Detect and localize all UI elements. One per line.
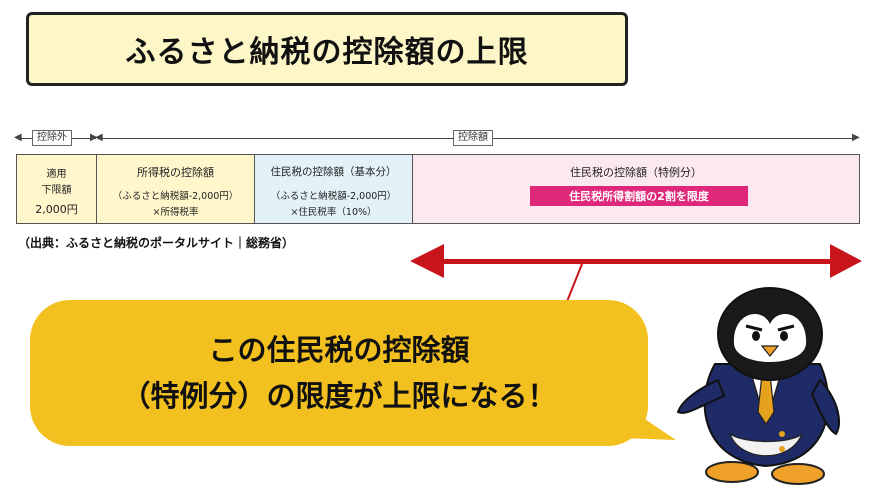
red-arrowhead-right <box>830 244 862 278</box>
excluded-label: 控除外 <box>32 130 72 146</box>
red-arrowhead-left <box>410 244 444 278</box>
resident-tax-special-cell: 住民税の控除額（特例分） 住民税所得割額の2割を限度 <box>413 155 859 223</box>
speech-bubble-text: この住民税の控除額 （特例分）の限度が上限になる！ <box>30 300 648 446</box>
deduction-label: 控除額 <box>453 130 493 146</box>
deduction-breakdown-row: 適用 下限額 2,000円 所得税の控除額 （ふるさと納税額-2,000円） ×… <box>16 154 860 224</box>
source-citation: （出典：ふるさと納税のポータルサイト｜総務省） <box>18 236 295 250</box>
resident-tax-basic-cell: 住民税の控除額（基本分） （ふるさと納税額-2,000円） ×住民税率（10%） <box>255 155 413 223</box>
bubble-line2: （特例分）の限度が上限になる！ <box>121 379 557 413</box>
cell4-heading: 住民税の控除額（特例分） <box>570 166 702 179</box>
income-tax-deduction-cell: 所得税の控除額 （ふるさと納税額-2,000円） ×所得税率 <box>97 155 255 223</box>
cell1-line2: 下限額 <box>41 185 72 196</box>
bubble-line1: この住民税の控除額 <box>208 333 470 367</box>
cell1-line1: 適用 <box>46 169 67 180</box>
cell3-line2: ×住民税率（10%） <box>290 207 377 218</box>
cell3-heading: 住民税の控除額（基本分） <box>270 166 397 178</box>
penguin-mascot-illustration <box>676 287 840 485</box>
cell1-line3: 2,000円 <box>35 203 78 216</box>
cell2-heading: 所得税の控除額 <box>137 166 214 179</box>
limit-highlight-badge: 住民税所得割額の2割を限度 <box>530 186 748 206</box>
special-portion-range-line <box>438 259 838 264</box>
cell2-line1: （ふるさと納税額-2,000円） <box>112 191 239 202</box>
cell2-line2: ×所得税率 <box>152 207 199 218</box>
page-title: ふるさと納税の控除額の上限 <box>26 12 628 86</box>
cell3-line1: （ふるさと納税額-2,000円） <box>270 191 397 202</box>
minimum-amount-cell: 適用 下限額 2,000円 <box>17 155 97 223</box>
speech-bubble <box>30 300 648 446</box>
bubble-pointer-line <box>565 263 583 305</box>
